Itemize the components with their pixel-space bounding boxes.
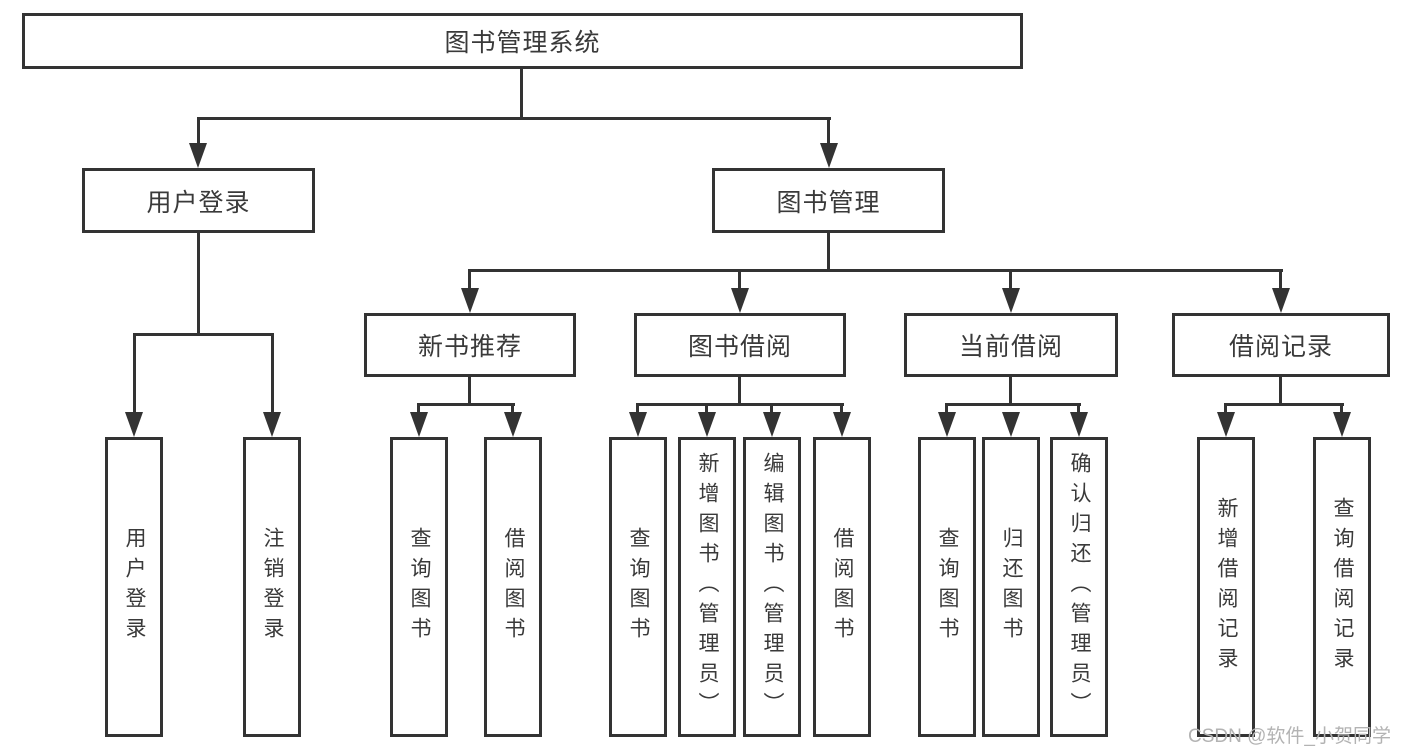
connector-line <box>945 403 948 415</box>
leaf-add-borrow-record: 新增借阅记录 <box>1197 437 1255 737</box>
connector-line <box>133 333 136 415</box>
leaf-logout-label: 注销登录 <box>261 527 284 647</box>
leaf-add-borrow-record-label: 新增借阅记录 <box>1215 497 1238 677</box>
leaf-query-books-borrowing-label: 查询图书 <box>627 527 650 647</box>
leaf-query-borrow-record-label: 查询借阅记录 <box>1331 497 1354 677</box>
node-user-login-label: 用户登录 <box>146 188 251 217</box>
leaf-edit-book-admin: 编辑图书（管理员） <box>743 437 801 737</box>
node-user-login: 用户登录 <box>82 168 315 233</box>
leaf-query-books-recommend-label: 查询图书 <box>408 527 431 647</box>
arrow-head <box>629 412 647 437</box>
node-new-book-recommendation: 新书推荐 <box>364 313 576 377</box>
arrow-head <box>504 412 522 437</box>
leaf-query-books-current: 查询图书 <box>918 437 976 737</box>
node-library-system: 图书管理系统 <box>22 13 1023 69</box>
arrow-head <box>410 412 428 437</box>
connector-line <box>468 269 1283 272</box>
connector-line <box>738 269 741 291</box>
node-book-borrowing-label: 图书借阅 <box>687 333 792 361</box>
leaf-borrow-books-recommend-label: 借阅图书 <box>502 527 525 647</box>
connector-line <box>827 233 830 272</box>
connector-line <box>738 377 741 406</box>
connector-line <box>636 403 844 406</box>
connector-line <box>840 403 843 415</box>
leaf-edit-book-admin-label: 编辑图书（管理员） <box>761 452 784 722</box>
connector-line <box>197 233 200 336</box>
arrow-head <box>1002 288 1020 313</box>
connector-line <box>511 403 514 415</box>
node-current-borrowing-label: 当前借阅 <box>958 333 1063 361</box>
leaf-query-borrow-record: 查询借阅记录 <box>1313 437 1371 737</box>
connector-line <box>271 333 274 415</box>
connector-line <box>133 333 274 336</box>
leaf-return-books: 归还图书 <box>982 437 1040 737</box>
arrow-head <box>763 412 781 437</box>
arrow-head <box>698 412 716 437</box>
node-book-borrowing: 图书借阅 <box>634 313 846 377</box>
leaf-confirm-return-admin: 确认归还（管理员） <box>1050 437 1108 737</box>
leaf-borrow-books: 借阅图书 <box>813 437 871 737</box>
leaf-query-books-current-label: 查询图书 <box>936 527 959 647</box>
connector-line <box>1224 403 1227 415</box>
leaf-query-books-borrowing: 查询图书 <box>609 437 667 737</box>
leaf-query-books-recommend: 查询图书 <box>390 437 448 737</box>
connector-line <box>1009 377 1012 406</box>
node-book-management-label: 图书管理 <box>776 188 881 217</box>
leaf-confirm-return-admin-label: 确认归还（管理员） <box>1068 452 1091 722</box>
node-new-book-recommendation-label: 新书推荐 <box>417 333 522 361</box>
leaf-logout: 注销登录 <box>243 437 301 737</box>
leaf-add-book-admin-label: 新增图书（管理员） <box>696 452 719 722</box>
node-borrowing-records: 借阅记录 <box>1172 313 1390 377</box>
node-current-borrowing: 当前借阅 <box>904 313 1118 377</box>
node-book-management: 图书管理 <box>712 168 945 233</box>
connector-line <box>1279 269 1282 291</box>
connector-line <box>417 403 515 406</box>
leaf-borrow-books-label: 借阅图书 <box>831 527 854 647</box>
arrow-head <box>1333 412 1351 437</box>
connector-line <box>1340 403 1343 415</box>
arrow-head <box>1002 412 1020 437</box>
connector-line <box>1279 377 1282 406</box>
connector-line <box>520 68 523 118</box>
arrow-head <box>189 143 207 168</box>
connector-line <box>636 403 639 415</box>
arrow-head <box>1272 288 1290 313</box>
leaf-user-login-label: 用户登录 <box>123 527 146 647</box>
connector-line <box>1009 269 1012 291</box>
node-borrowing-records-label: 借阅记录 <box>1228 333 1333 361</box>
leaf-add-book-admin: 新增图书（管理员） <box>678 437 736 737</box>
arrow-head <box>1217 412 1235 437</box>
connector-line <box>1224 403 1344 406</box>
connector-line <box>827 117 830 145</box>
arrow-head <box>125 412 143 437</box>
connector-line <box>945 403 1081 406</box>
arrow-head <box>833 412 851 437</box>
leaf-borrow-books-recommend: 借阅图书 <box>484 437 542 737</box>
connector-line <box>197 117 200 145</box>
connector-line <box>417 403 420 415</box>
connector-line <box>197 117 831 120</box>
leaf-return-books-label: 归还图书 <box>1000 527 1023 647</box>
connector-line <box>468 269 471 291</box>
connector-line <box>1077 403 1080 415</box>
watermark: CSDN @软件_小贺同学 <box>1188 726 1391 747</box>
node-library-system-label: 图书管理系统 <box>444 29 601 57</box>
arrow-head <box>820 143 838 168</box>
connector-line <box>770 403 773 415</box>
leaf-user-login: 用户登录 <box>105 437 163 737</box>
arrow-head <box>461 288 479 313</box>
arrow-head <box>1070 412 1088 437</box>
arrow-head <box>938 412 956 437</box>
arrow-head <box>263 412 281 437</box>
connector-line <box>468 377 471 406</box>
arrow-head <box>731 288 749 313</box>
connector-line <box>705 403 708 415</box>
